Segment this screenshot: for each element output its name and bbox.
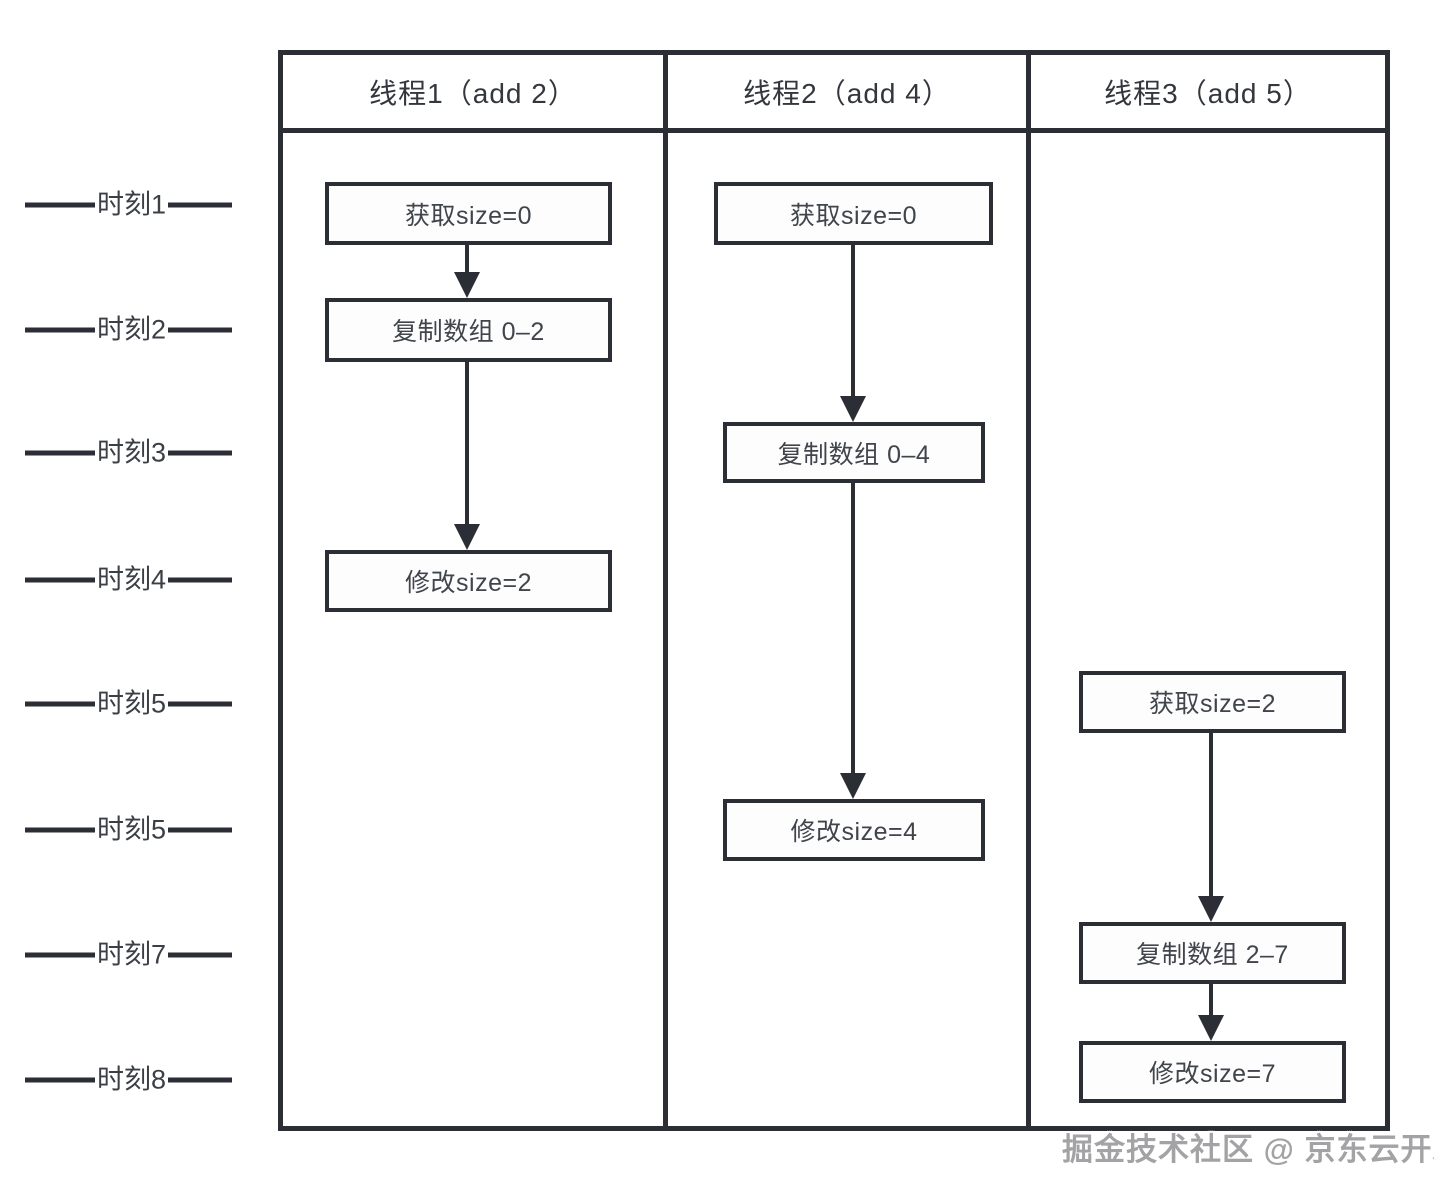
thread2-header: 线程2（add 4） — [743, 77, 951, 109]
timeline-tick-left — [25, 952, 95, 958]
timeline-tick-right — [168, 827, 233, 833]
arrow-head-icon — [1198, 896, 1224, 922]
timeline-label: 时刻8 — [97, 1064, 167, 1095]
timeline-label: 时刻5 — [97, 688, 167, 719]
arrow-shaft — [465, 362, 469, 524]
timeline-tick-right — [168, 701, 233, 707]
arrow-shaft — [465, 245, 469, 272]
timeline-row: 时刻5 — [25, 814, 233, 845]
thread-table-outline — [278, 50, 1390, 1131]
t2-step-get-size: 获取size=0 — [714, 182, 993, 245]
t2-step-set-size: 修改size=4 — [723, 799, 985, 861]
timeline-tick-right — [168, 450, 233, 456]
timeline-row: 时刻1 — [25, 189, 233, 220]
timeline-tick-right — [168, 1077, 233, 1083]
timeline-tick-left — [25, 577, 95, 583]
timeline-row: 时刻2 — [25, 314, 233, 345]
t3-arrow-1 — [1198, 733, 1224, 922]
timeline-tick-left — [25, 1077, 95, 1083]
t2-arrow-1 — [840, 245, 866, 422]
timeline-label: 时刻7 — [97, 939, 167, 970]
thread3-header: 线程3（add 5） — [1104, 77, 1312, 109]
t3-step-set-size: 修改size=7 — [1079, 1041, 1346, 1103]
timeline-label: 时刻5 — [97, 814, 167, 845]
timeline-tick-right — [168, 202, 233, 208]
watermark: 掘金技术社区 @ 京东云开发者 — [1062, 1132, 1434, 1167]
timeline-row: 时刻5 — [25, 688, 233, 719]
timeline-tick-right — [168, 577, 233, 583]
arrow-shaft — [851, 245, 855, 396]
timeline-row: 时刻7 — [25, 939, 233, 970]
timeline-row: 时刻4 — [25, 564, 233, 595]
arrow-head-icon — [454, 524, 480, 550]
t1-step-set-size: 修改size=2 — [325, 550, 612, 612]
t1-step-get-size: 获取size=0 — [325, 182, 612, 245]
thread1-header: 线程1（add 2） — [369, 77, 577, 109]
arrow-head-icon — [840, 773, 866, 799]
t2-step-copy-array: 复制数组 0–4 — [723, 422, 985, 483]
t1-step-copy-array: 复制数组 0–2 — [325, 298, 612, 362]
header-divider — [278, 128, 1390, 133]
arrow-shaft — [1209, 984, 1213, 1015]
arrow-shaft — [851, 483, 855, 773]
arrow-shaft — [1209, 733, 1213, 896]
t1-arrow-1 — [454, 245, 480, 298]
timeline-label: 时刻1 — [97, 189, 167, 220]
arrow-head-icon — [1198, 1015, 1224, 1041]
timeline-tick-left — [25, 327, 95, 333]
t3-arrow-2 — [1198, 984, 1224, 1041]
timeline-tick-left — [25, 827, 95, 833]
timeline-tick-left — [25, 202, 95, 208]
timeline-tick-right — [168, 327, 233, 333]
timeline-tick-left — [25, 450, 95, 456]
column-divider-2 — [1026, 50, 1031, 1131]
t2-arrow-2 — [840, 483, 866, 799]
timeline-label: 时刻4 — [97, 564, 167, 595]
t1-arrow-2 — [454, 362, 480, 550]
column-divider-1 — [663, 50, 668, 1131]
timeline-tick-left — [25, 701, 95, 707]
timeline-label: 时刻2 — [97, 314, 167, 345]
timeline-tick-right — [168, 952, 233, 958]
timeline-row: 时刻3 — [25, 437, 233, 468]
t3-step-copy-array: 复制数组 2–7 — [1079, 922, 1346, 984]
timeline-row: 时刻8 — [25, 1064, 233, 1095]
arrow-head-icon — [840, 396, 866, 422]
t3-step-get-size: 获取size=2 — [1079, 671, 1346, 733]
timeline-label: 时刻3 — [97, 437, 167, 468]
arrow-head-icon — [454, 272, 480, 298]
